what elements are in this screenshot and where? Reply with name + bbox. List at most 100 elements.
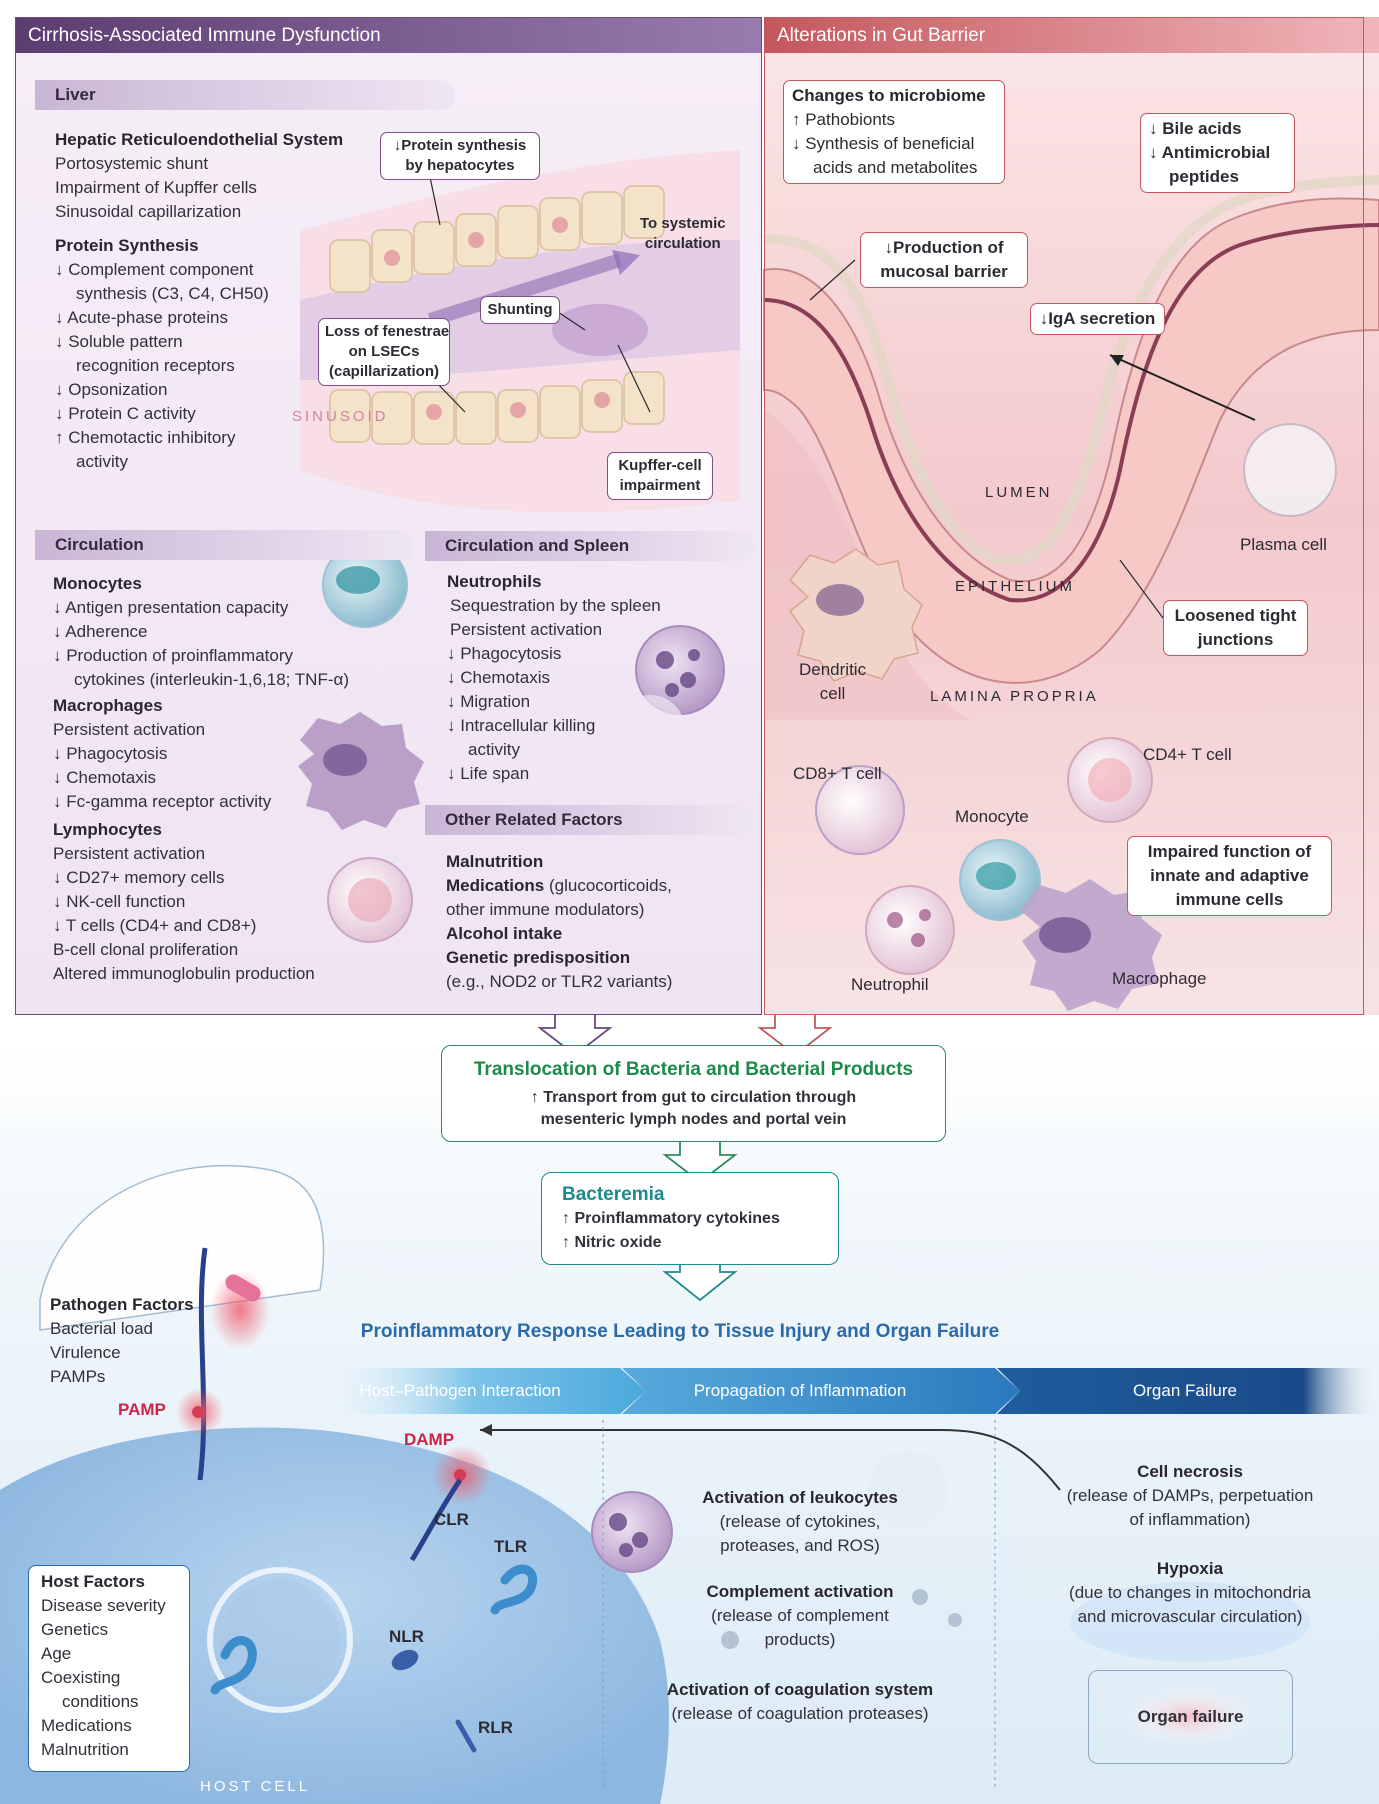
impaired-line: innate and adaptive	[1150, 866, 1309, 885]
lumen-label: LUMEN	[985, 484, 1053, 501]
monocyte-item: cytokines (interleukin-1,6,18; TNF-α)	[74, 670, 349, 689]
pathogen-item: Bacterial load	[50, 1319, 154, 1338]
leukocytes-line: proteases, and ROS)	[720, 1536, 880, 1555]
lymphocyte-item: Persistent activation	[53, 844, 206, 863]
complement-title: Complement activation	[706, 1582, 894, 1601]
band-organ-failure: Organ Failure	[1133, 1381, 1237, 1400]
liver-item: Impairment of Kupffer cells	[55, 178, 257, 197]
complement-block: Complement activation (release of comple…	[680, 1580, 920, 1652]
impaired-line: immune cells	[1175, 890, 1284, 909]
neutrophil-item: activity	[468, 740, 520, 759]
neutrophils-title: Neutrophils	[447, 572, 542, 591]
necrosis-title: Cell necrosis	[1137, 1462, 1243, 1481]
tlr-label: TLR	[494, 1537, 528, 1556]
leukocytes-title: Activation of leukocytes	[702, 1488, 898, 1507]
organ-failure-box: Organ failure	[1088, 1670, 1293, 1764]
translocation-box: Translocation of Bacteria and Bacterial …	[441, 1045, 946, 1142]
translocation-line: ↑ Transport from gut to circulation thro…	[530, 1089, 857, 1106]
macrophages-title: Macrophages	[53, 696, 163, 715]
callout-line: impairment	[619, 477, 701, 494]
bacteremia-content: Bacteremia ↑ Proinflammatory cytokines ↑…	[562, 1183, 780, 1255]
microbiome-item: ↑ Pathobionts	[792, 110, 896, 129]
bile-line: ↓ Bile acids	[1149, 119, 1242, 138]
microbiome-title: Changes to microbiome	[792, 86, 986, 105]
plasma-cell-label: Plasma cell	[1240, 535, 1327, 554]
liver-group-title: Hepatic Reticuloendothelial System	[55, 130, 344, 149]
liver-groups: Hepatic Reticuloendothelial System Porto…	[55, 128, 343, 474]
other-factors-list: Malnutrition Medications (glucocorticoid…	[446, 850, 672, 994]
other-item: Alcohol intake	[446, 922, 672, 946]
other-item: Genetic predisposition	[446, 946, 672, 970]
dendritic-line: Dendritic	[799, 660, 867, 679]
lymphocyte-item: B-cell clonal proliferation	[53, 940, 239, 959]
callout-shunting: Shunting	[480, 296, 560, 324]
other-item-bold: Malnutrition	[446, 852, 544, 871]
other-item-rest: other immune modulators)	[446, 900, 645, 919]
callout-line: circulation	[644, 235, 721, 252]
bottom-title: Proinflammatory Response Leading to Tiss…	[360, 1321, 1000, 1342]
liver-item: synthesis (C3, C4, CH50)	[76, 284, 269, 303]
callout-line: Kupffer-cell	[618, 457, 702, 474]
circulation-list: Monocytes ↓ Antigen presentation capacit…	[53, 572, 349, 986]
other-item-bold: Alcohol intake	[446, 924, 563, 943]
band-host-pathogen: Host–Pathogen Interaction	[359, 1381, 561, 1400]
pathogen-item: Virulence	[50, 1343, 121, 1362]
neutrophil-item: ↓ Migration	[447, 692, 531, 711]
host-item: Disease severity	[41, 1596, 166, 1615]
band-propagation: Propagation of Inflammation	[693, 1381, 907, 1400]
pathogen-factors: Pathogen Factors Bacterial load Virulenc…	[50, 1293, 194, 1389]
rlr-label: RLR	[478, 1718, 513, 1737]
liver-item: activity	[76, 452, 128, 471]
right-panel-title: Alterations in Gut Barrier	[777, 25, 986, 46]
damp-label: DAMP	[404, 1430, 455, 1449]
host-item: Coexisting	[41, 1668, 121, 1687]
cd4-label: CD4+ T cell	[1143, 745, 1232, 764]
nlr-label: NLR	[389, 1627, 424, 1646]
other-factors-header: Other Related Factors	[425, 805, 755, 835]
liver-item: ↓ Opsonization	[55, 380, 168, 399]
neutrophil-item: ↓ Life span	[447, 764, 530, 783]
callout-fenestrae: Loss of fenestrae on LSECs (capillarizat…	[318, 318, 450, 386]
callout-protein-synthesis: ↓Protein synthesis by hepatocytes	[380, 132, 540, 180]
host-cell-label: HOST CELL	[200, 1778, 311, 1795]
mucosal-line: mucosal barrier	[880, 262, 1008, 281]
cd8-label: CD8+ T cell	[793, 764, 882, 783]
circulation-header: Circulation	[35, 530, 415, 560]
leukocytes-line: (release of cytokines,	[719, 1512, 881, 1531]
macrophage-item: ↓ Fc-gamma receptor activity	[53, 792, 272, 811]
hypoxia-line: and microvascular circulation)	[1077, 1607, 1303, 1626]
callout-impaired-function: Impaired function of innate and adaptive…	[1127, 836, 1332, 916]
host-item: Malnutrition	[41, 1740, 129, 1759]
liver-item: recognition receptors	[76, 356, 235, 375]
callout-line: on LSECs	[348, 343, 420, 360]
liver-item: ↑ Chemotactic inhibitory	[55, 428, 236, 447]
liver-item: ↓ Complement component	[55, 260, 254, 279]
callout-iga: ↓IgA secretion	[1030, 303, 1165, 335]
macrophage-item: ↓ Chemotaxis	[53, 768, 156, 787]
epithelium-label: EPITHELIUM	[955, 578, 1076, 595]
monocyte-item: ↓ Adherence	[53, 622, 148, 641]
hypoxia-block: Hypoxia (due to changes in mitochondria …	[1040, 1557, 1340, 1629]
bile-line: peptides	[1169, 167, 1239, 186]
macrophage-item: Persistent activation	[53, 720, 206, 739]
neutrophil-item: ↓ Chemotaxis	[447, 668, 550, 687]
monocyte-label: Monocyte	[955, 807, 1029, 826]
neutrophil-label: Neutrophil	[851, 975, 929, 994]
liver-item: ↓ Acute-phase proteins	[55, 308, 228, 327]
bacteremia-line: ↑ Nitric oxide	[562, 1234, 662, 1251]
host-item: Genetics	[41, 1620, 109, 1639]
lymphocyte-item: ↓ T cells (CD4+ and CD8+)	[53, 916, 257, 935]
leukocytes-block: Activation of leukocytes (release of cyt…	[680, 1486, 920, 1558]
callout-line: To systemic	[640, 215, 726, 232]
left-panel-title: Cirrhosis-Associated Immune Dysfunction	[28, 25, 381, 46]
callout-kupffer: Kupffer-cell impairment	[607, 452, 713, 500]
bile-line: ↓ Antimicrobial	[1149, 143, 1271, 162]
monocyte-item: ↓ Antigen presentation capacity	[53, 598, 289, 617]
neutrophil-item: ↓ Intracellular killing	[447, 716, 596, 735]
other-item-rest: (e.g., NOD2 or TLR2 variants)	[446, 972, 673, 991]
to-systemic-label: To systemic circulation	[640, 214, 726, 254]
monocyte-item: ↓ Production of proinflammatory	[53, 646, 293, 665]
callout-mucosal-barrier: ↓Production of mucosal barrier	[860, 232, 1028, 288]
dendritic-line: cell	[819, 684, 846, 703]
macrophage-label: Macrophage	[1112, 969, 1207, 988]
